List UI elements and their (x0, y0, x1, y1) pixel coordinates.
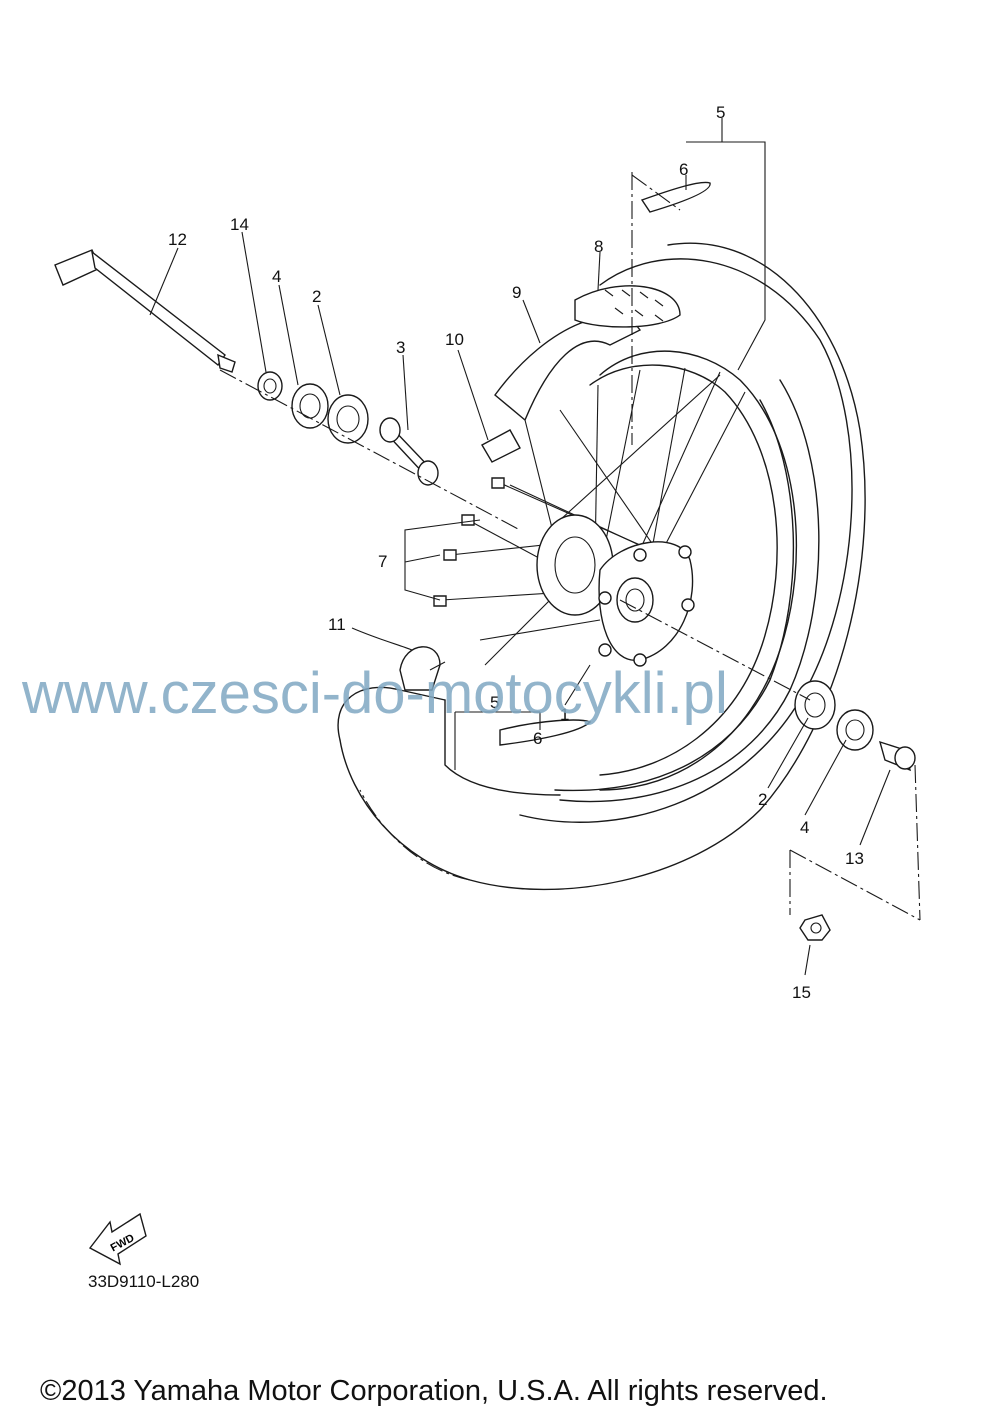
callout-9: 9 (512, 283, 521, 302)
hub (536, 514, 695, 667)
alignment-lines (219, 172, 921, 921)
bearing-right (794, 680, 836, 730)
copyright-notice: ©2013 Yamaha Motor Corporation, U.S.A. A… (40, 1375, 828, 1407)
tube-tread (574, 285, 681, 328)
tube-valve (399, 646, 446, 691)
callout-7: 7 (378, 552, 387, 571)
rim (589, 350, 797, 791)
callout-4-left: 4 (272, 267, 281, 286)
callout-6-bottom: 6 (533, 729, 542, 748)
spokes (441, 367, 746, 666)
callout-4-right: 4 (800, 818, 809, 837)
callout-14: 14 (230, 215, 249, 234)
fwd-arrow-icon: FWD (88, 1212, 147, 1266)
callout-15: 15 (792, 983, 811, 1002)
tire (337, 242, 866, 891)
bearing-left (327, 394, 369, 444)
callout-12: 12 (168, 230, 187, 249)
oil-seal-left (291, 383, 329, 429)
axle-nut (799, 914, 831, 941)
callout-5-top: 5 (716, 103, 725, 122)
rim-band (494, 316, 642, 422)
callout-numbers: 5 6 8 9 10 3 12 14 4 2 7 11 5 1 6 2 4 13… (168, 103, 864, 1002)
watermark: www.czesci-do-motocykli.pl (22, 661, 728, 726)
callout-3: 3 (396, 338, 405, 357)
callout-13: 13 (845, 849, 864, 868)
callout-5-bottom: 5 (490, 693, 499, 712)
collar-left (257, 371, 283, 401)
spacer (379, 417, 439, 486)
drawing-code: 33D9110-L280 (88, 1272, 200, 1291)
callout-10: 10 (445, 330, 464, 349)
rim-lock (481, 429, 521, 463)
collar-right (878, 740, 916, 772)
callout-1: 1 (560, 705, 569, 724)
callout-11: 11 (328, 615, 346, 634)
balance-weight-bottom (499, 719, 592, 746)
callout-8: 8 (594, 237, 603, 256)
callout-6-top: 6 (679, 160, 688, 179)
front-wheel-axle (54, 249, 236, 373)
callout-2-right: 2 (758, 790, 767, 809)
leader-lines (149, 118, 891, 976)
callout-2-left: 2 (312, 287, 321, 306)
balance-weight-top (640, 181, 711, 213)
spoke-set (433, 477, 505, 607)
